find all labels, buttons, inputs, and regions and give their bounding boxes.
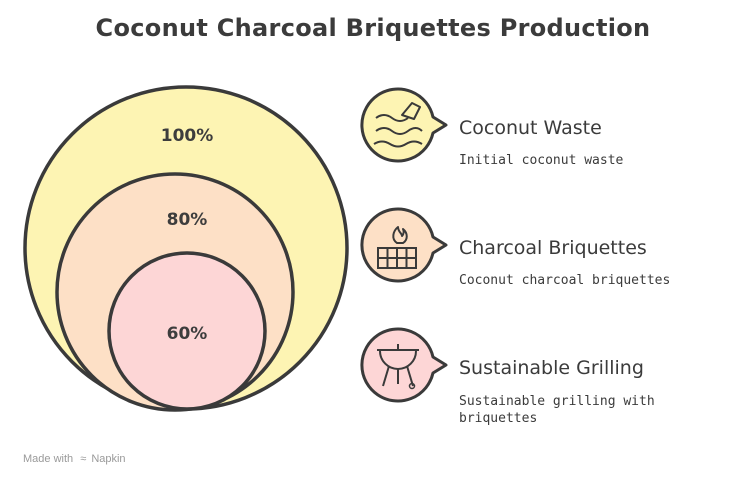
page-title: Coconut Charcoal Briquettes Production (95, 14, 651, 42)
item-title-coconut-waste: Coconut Waste (459, 117, 602, 139)
charcoal-briquettes-icon (360, 207, 448, 283)
footer-made-with: Made with (23, 453, 74, 465)
ring-label-inner: 60% (167, 324, 208, 344)
ring-label-outer: 100% (161, 126, 214, 146)
item-title-charcoal-briquettes: Charcoal Briquettes (459, 237, 647, 259)
footer-credit[interactable]: Made with ≈ Napkin (23, 453, 126, 465)
item-desc-charcoal-briquettes: Coconut charcoal briquettes (459, 273, 671, 288)
ring-inner (107, 251, 267, 411)
footer-brand: Napkin (91, 453, 126, 465)
item-desc-sustainable-grilling: Sustainable grilling with briquettes (459, 394, 655, 426)
ring-label-middle: 80% (167, 210, 208, 230)
item-desc-coconut-waste: Initial coconut waste (459, 153, 624, 168)
item-title-sustainable-grilling: Sustainable Grilling (459, 357, 644, 379)
grill-icon (360, 327, 448, 403)
coconut-waste-icon (360, 87, 448, 163)
napkin-logo-icon: ≈ (80, 453, 87, 465)
